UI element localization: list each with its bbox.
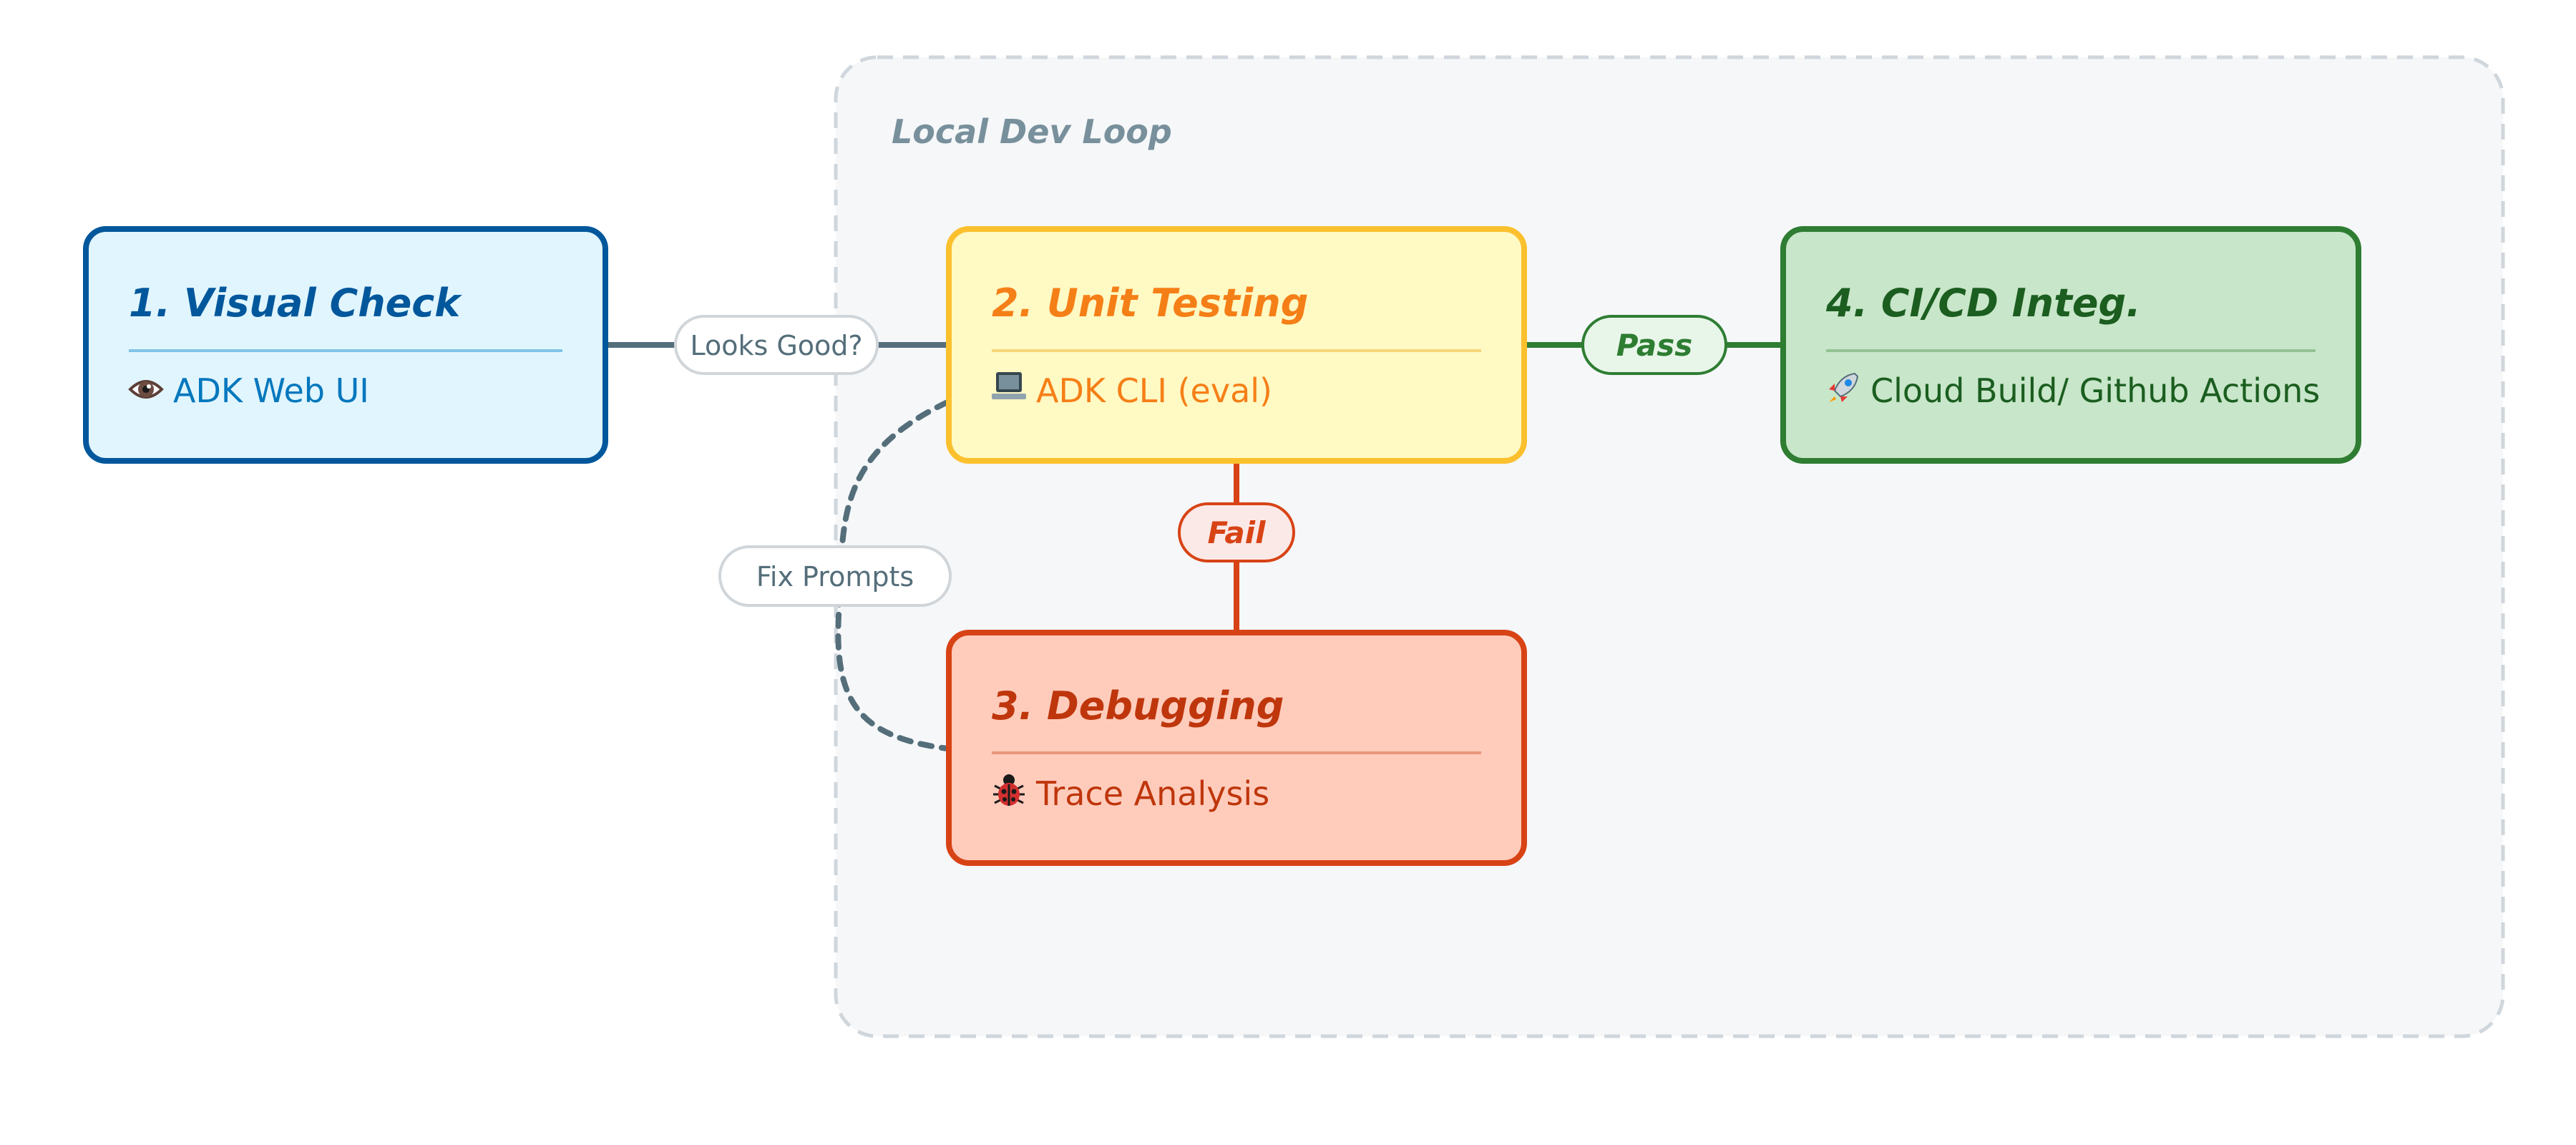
edge-label-pass: Pass	[1581, 315, 1727, 375]
label-pill	[718, 545, 952, 607]
label-text: Looks Good?	[690, 330, 862, 361]
node-title: 2. Unit Testing	[992, 281, 1308, 326]
node-subtitle: Trace Analysis	[1035, 774, 1269, 813]
label-text: Fix Prompts	[756, 561, 914, 593]
node-title: 3. Debugging	[992, 683, 1284, 729]
node-box	[946, 630, 1527, 866]
node-subtitle: Cloud Build/ Github Actions	[1870, 371, 2320, 410]
label-text: Pass	[1616, 328, 1692, 363]
edge-fix-prompts-line	[835, 399, 950, 751]
ladybug-icon	[993, 774, 1025, 806]
node-unit-testing[interactable]: 2. Unit Testing ADK CLI (eval)	[946, 226, 1527, 464]
label-pill	[1581, 315, 1727, 375]
label-text: Fail	[1207, 515, 1266, 550]
edge-label-looks-good: Looks Good?	[674, 315, 879, 375]
node-subtitle: ADK Web UI	[173, 371, 369, 410]
node-box	[946, 226, 1527, 464]
label-pill	[1178, 502, 1295, 562]
group-box	[834, 55, 2505, 1038]
local-dev-loop-group: Local Dev Loop	[834, 55, 2505, 1038]
eye-icon	[128, 380, 164, 399]
node-title: 1. Visual Check	[129, 281, 462, 326]
edge-label-fail: Fail	[1178, 502, 1295, 562]
rocket-icon	[1829, 372, 1859, 402]
node-subtitle: ADK CLI (eval)	[1036, 371, 1272, 410]
node-debugging[interactable]: 3. Debugging Trace Analysis	[946, 630, 1527, 866]
laptop-icon	[992, 372, 1026, 399]
node-cicd[interactable]: 4. CI/CD Integ. Cloud Build/ Github Acti…	[1780, 226, 2361, 464]
node-title: 4. CI/CD Integ.	[1825, 281, 2141, 326]
node-box	[1780, 226, 2361, 464]
group-title: Local Dev Loop	[892, 112, 1172, 151]
node-visual-check[interactable]: 1. Visual Check ADK Web UI	[83, 226, 608, 464]
node-box	[83, 226, 608, 464]
edge-label-fix-prompts: Fix Prompts	[718, 545, 952, 607]
label-pill	[674, 315, 879, 375]
